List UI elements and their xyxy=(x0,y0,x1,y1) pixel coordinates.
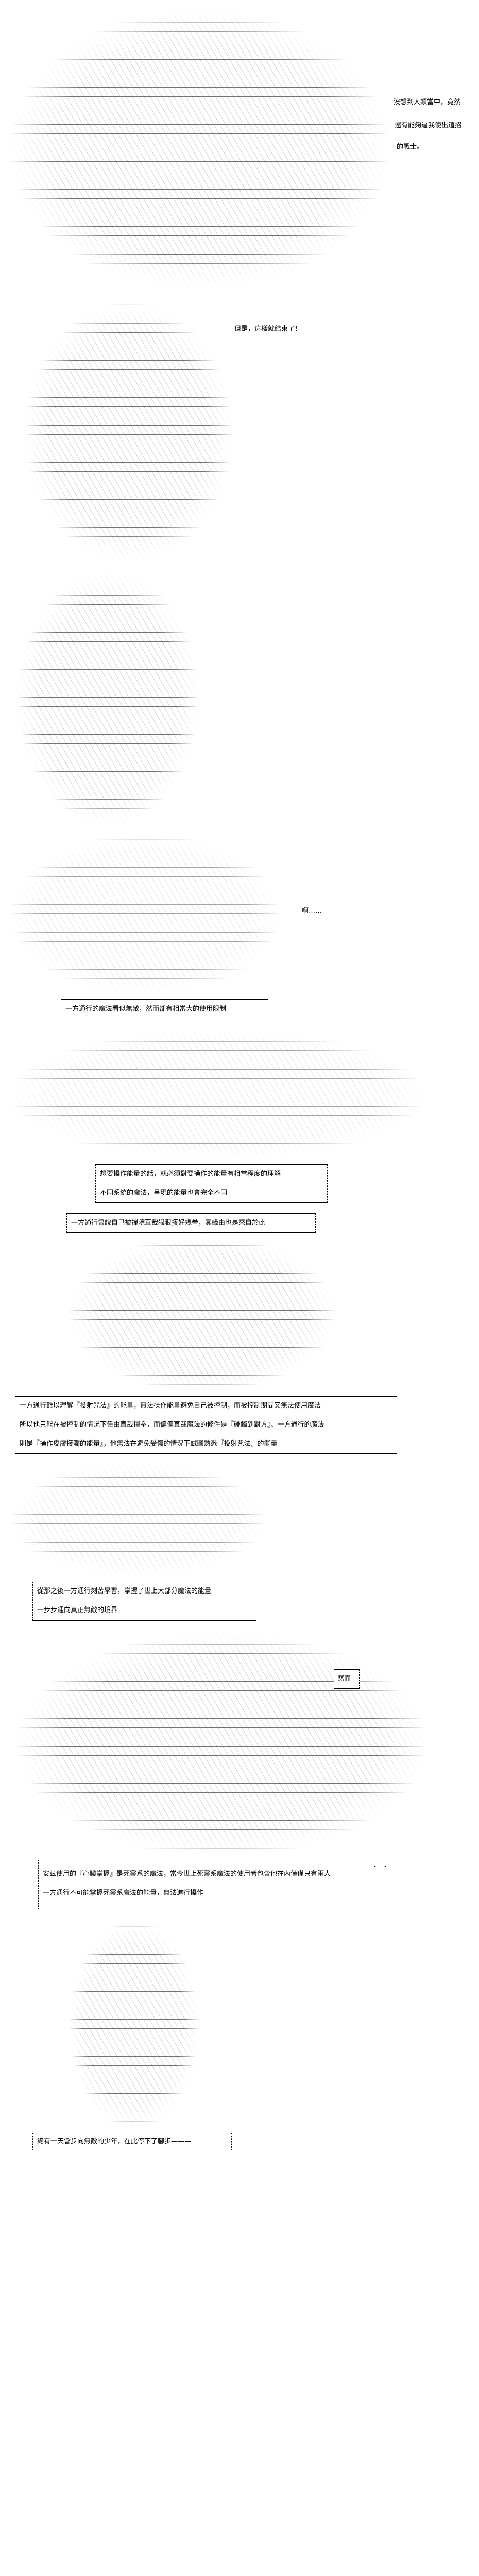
ascii-art-panel-4 xyxy=(11,835,279,994)
caption-line: 從那之後一方通行刻苦學習，掌握了世上大部分魔法的能量 xyxy=(37,1587,212,1595)
narration-line: 的戰士。 xyxy=(397,143,424,151)
caption-box: 一方通行曾說自己被禪院直哉狠狠揍好幾拳，其緣由也是來自於此 xyxy=(66,1213,316,1233)
caption-line: 不同系統的魔法，呈現的能量也會完全不同 xyxy=(100,1189,228,1197)
ascii-art-panel-7 xyxy=(11,1463,264,1577)
caption-box: 從那之後一方通行刻苦學習，掌握了世上大部分魔法的能量 一步步通向真正無敵的境界 xyxy=(32,1582,256,1621)
emphasis-dots: ・・ xyxy=(372,1863,393,1870)
ascii-art-panel-8 xyxy=(18,1633,425,1855)
ascii-art-panel-6 xyxy=(70,1236,335,1391)
ascii-art-panel-1 xyxy=(11,10,387,289)
speech-text: 啊…… xyxy=(302,907,322,915)
caption-box: 一方通行難以理解『投射咒法』的能量，無法操作能量避免自己被控制，而被控制期間又無… xyxy=(15,1396,397,1454)
caption-line: 一方通行難以理解『投射咒法』的能量，無法操作能量避免自己被控制，而被控制期間又無… xyxy=(20,1402,321,1410)
speech-text: 然而 xyxy=(337,1675,351,1683)
caption-line: 總有一天會步向無敵的少年，在此停下了腳步——— xyxy=(37,2138,192,2145)
caption-line: 想要操作能量的話，就必須對要操作的能量有相當程度的理解 xyxy=(100,1170,281,1178)
ascii-art-panel-3 xyxy=(18,572,198,824)
caption-line: 則是『操作皮膚接觸的能量』，他無法在避免受傷的情況下試圖熟悉『投射咒法』的能量 xyxy=(20,1440,278,1448)
ascii-art-panel-5 xyxy=(11,1030,423,1159)
caption-line: 一步步通向真正無敵的境界 xyxy=(37,1606,118,1614)
caption-box: 安茲使用的『心臟掌握』是死靈系的魔法，當今世上死靈系魔法的使用者包含他在內僅僅只… xyxy=(38,1860,395,1909)
speech-text: 但是，這樣就結束了！ xyxy=(234,325,302,333)
caption-line: 一方通行不可能掌握死靈系魔法的能量，無法進行操作 xyxy=(43,1889,204,1897)
speech-box: 然而 xyxy=(334,1669,360,1689)
caption-line: 安茲使用的『心臟掌握』是死靈系的魔法，當今世上死靈系魔法的使用者包含他在內僅僅只… xyxy=(43,1870,331,1878)
ascii-art-panel-2 xyxy=(26,304,232,562)
caption-box: 一方通行的魔法看似無敵，然而卻有相當大的使用限制 xyxy=(61,999,268,1019)
narration-line: 沒想到人類當中，竟然 xyxy=(394,98,461,106)
ascii-art-panel-9 xyxy=(70,1922,198,2128)
caption-line: 所以他只能在被控制的情況下任由直哉揮拳，而偏偏直哉魔法的條件是『碰觸到對方』、一… xyxy=(20,1421,324,1429)
caption-line: 一方通行曾說自己被禪院直哉狠狠揍好幾拳，其緣由也是來自於此 xyxy=(71,1219,266,1227)
narration-line: 還有能夠逼我使出這招 xyxy=(395,122,462,129)
caption-box: 想要操作能量的話，就必須對要操作的能量有相當程度的理解 不同系統的魔法，呈現的能… xyxy=(95,1164,328,1203)
caption-box: 總有一天會步向無敵的少年，在此停下了腳步——— xyxy=(32,2133,232,2150)
caption-line: 一方通行的魔法看似無敵，然而卻有相當大的使用限制 xyxy=(65,1005,227,1013)
